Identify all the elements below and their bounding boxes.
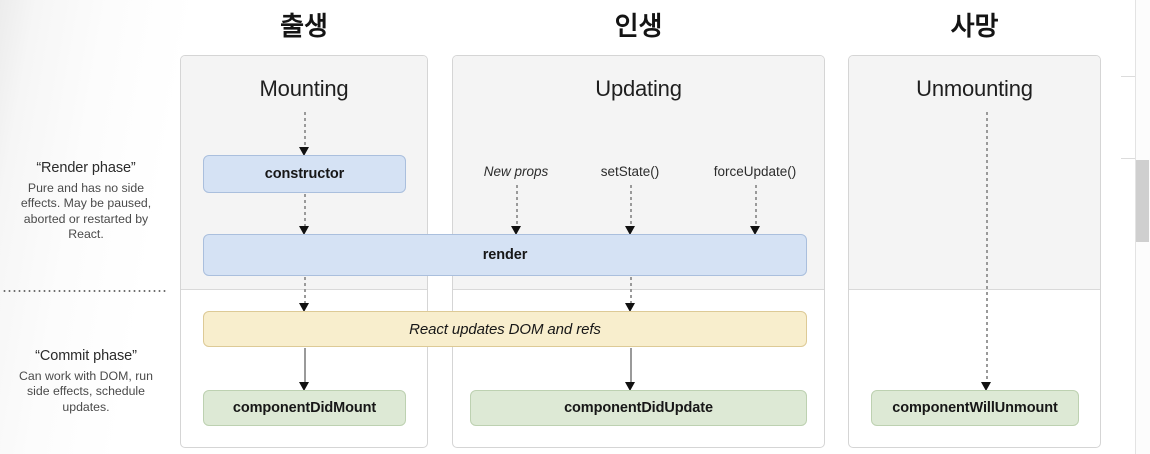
arrow-shaft [304, 277, 306, 304]
panel-mounting-heading: Mounting [259, 76, 349, 101]
arrow-shaft [986, 112, 988, 383]
arrow-shaft [630, 277, 632, 304]
page-edge-rule-top [1121, 76, 1135, 77]
commit-phase-text: Can work with DOM, run side effects, sch… [19, 369, 153, 414]
arrow-head [299, 382, 309, 391]
arrow-dom-update-to-did-mount [299, 348, 310, 391]
arrow-head [299, 303, 309, 312]
stage-caption-death: 사망 [950, 12, 999, 42]
phase-sidebar: “Render phase” Pure and has no side effe… [0, 0, 172, 454]
arrow-dom-update-to-did-update [625, 348, 636, 391]
lifecycle-box-component-will-unmount: componentWillUnmount [871, 390, 1079, 426]
arrow-shaft [630, 185, 632, 227]
panel-unmounting: Unmounting [848, 55, 1101, 448]
arrow-set-state-to-render [625, 185, 636, 235]
arrow-head [625, 303, 635, 312]
arrow-head [981, 382, 991, 391]
render-phase-text: Pure and has no side effects. May be pau… [20, 181, 152, 242]
arrow-shaft [304, 194, 306, 227]
arrow-new-props-to-render [511, 185, 522, 235]
phase-divider-dotted [2, 290, 168, 292]
arrow-head [299, 226, 309, 235]
arrow-unmounting-to-will-unmount [981, 112, 992, 391]
render-phase-description: “Render phase” Pure and has no side effe… [0, 160, 172, 243]
arrow-constructor-to-render [299, 194, 310, 235]
panel-updating-heading: Updating [595, 76, 682, 101]
arrow-head [299, 147, 309, 156]
panel-unmounting-heading: Unmounting [916, 76, 1033, 101]
arrow-shaft [630, 348, 632, 383]
arrow-shaft [304, 112, 306, 148]
arrow-head [750, 226, 760, 235]
page-edge-rule-middle [1121, 158, 1135, 159]
render-phase-title: “Render phase” [36, 160, 136, 176]
trigger-label-new-props: New props [483, 164, 549, 179]
arrow-render-to-dom-update-mounting [299, 277, 310, 312]
lifecycle-box-constructor: constructor [203, 155, 406, 193]
arrow-shaft [755, 185, 757, 227]
trigger-label-set-state: setState() [600, 164, 660, 179]
arrow-shaft [516, 185, 518, 227]
arrow-shaft [304, 348, 306, 383]
lifecycle-box-render: render [203, 234, 807, 276]
panel-unmounting-render-region [849, 56, 1100, 290]
lifecycle-box-component-did-update: componentDidUpdate [470, 390, 807, 426]
stage-caption-birth: 출생 [280, 12, 328, 42]
arrow-mounting-to-constructor [299, 112, 310, 156]
lifecycle-box-react-updates-dom-and-refs: React updates DOM and refs [203, 311, 807, 347]
commit-phase-title: “Commit phase” [35, 348, 137, 364]
page-scrollbar-thumb[interactable] [1136, 160, 1149, 242]
commit-phase-description: “Commit phase” Can work with DOM, run si… [0, 348, 172, 415]
page-scrollbar-track[interactable] [1135, 0, 1150, 454]
arrow-head [625, 226, 635, 235]
arrow-head [511, 226, 521, 235]
stage-caption-life: 인생 [614, 12, 663, 42]
arrow-head [625, 382, 635, 391]
lifecycle-box-component-did-mount: componentDidMount [203, 390, 406, 426]
trigger-label-force-update: forceUpdate() [713, 164, 797, 179]
arrow-render-to-dom-update-updating [625, 277, 636, 312]
arrow-force-update-to-render [750, 185, 761, 235]
